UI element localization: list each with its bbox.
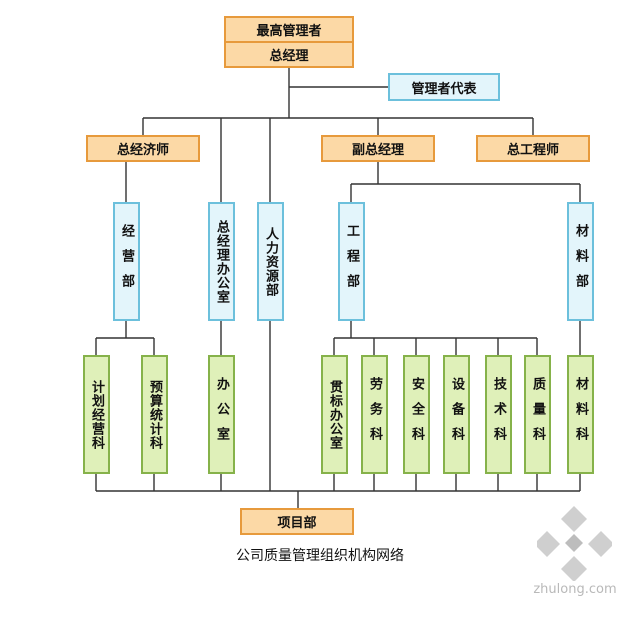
chief-engineer-box: 总工程师 — [476, 135, 590, 162]
office-section-box: 办公室 — [208, 355, 235, 474]
gm-office-dept-box: 总经理办公室 — [208, 202, 235, 321]
engineering-dept-label: 工程部 — [344, 224, 359, 299]
equipment-section-box: 设备科 — [443, 355, 470, 474]
hr-dept-box: 人力资源部 — [257, 202, 284, 321]
top-management-box: 最高管理者 总经理 — [224, 16, 354, 68]
plan-business-section-label: 计划经营科 — [89, 379, 104, 450]
business-dept-label: 经营部 — [119, 224, 134, 299]
tender-office-section-box: 贯标办公室 — [321, 355, 348, 474]
technology-section-box: 技术科 — [485, 355, 512, 474]
technology-section-label: 技术科 — [491, 377, 506, 452]
quality-section-label: 质量科 — [530, 377, 545, 452]
materials-dept-box: 材料部 — [567, 202, 594, 321]
plan-business-section-box: 计划经营科 — [83, 355, 110, 474]
labor-section-label: 劳务科 — [367, 377, 382, 452]
diagram-caption: 公司质量管理组织机构网络 — [236, 548, 404, 564]
top-management-label: 最高管理者 — [226, 18, 352, 43]
business-dept-box: 经营部 — [113, 202, 140, 321]
materials-section-label: 材料科 — [573, 377, 588, 452]
office-section-label: 办公室 — [214, 377, 229, 452]
zhulong-logo-icon — [537, 506, 612, 581]
general-manager-label: 总经理 — [269, 49, 309, 64]
materials-section-box: 材料科 — [567, 355, 594, 474]
gm-office-dept-label: 总经理办公室 — [214, 219, 229, 304]
project-dept-box: 项目部 — [240, 508, 354, 535]
materials-dept-label: 材料部 — [573, 224, 588, 299]
safety-section-label: 安全科 — [409, 377, 424, 452]
budget-stats-section-box: 预算统计科 — [141, 355, 168, 474]
budget-stats-section-label: 预算统计科 — [147, 379, 162, 450]
hr-dept-label: 人力资源部 — [263, 226, 278, 297]
equipment-section-label: 设备科 — [449, 377, 464, 452]
safety-section-box: 安全科 — [403, 355, 430, 474]
engineering-dept-box: 工程部 — [338, 202, 365, 321]
management-rep-box: 管理者代表 — [388, 73, 500, 101]
labor-section-box: 劳务科 — [361, 355, 388, 474]
watermark-text: zhulong.com — [533, 582, 617, 597]
quality-section-box: 质量科 — [524, 355, 551, 474]
chief-economist-box: 总经济师 — [86, 135, 200, 162]
deputy-gm-box: 副总经理 — [321, 135, 435, 162]
tender-office-section-label: 贯标办公室 — [327, 379, 342, 450]
